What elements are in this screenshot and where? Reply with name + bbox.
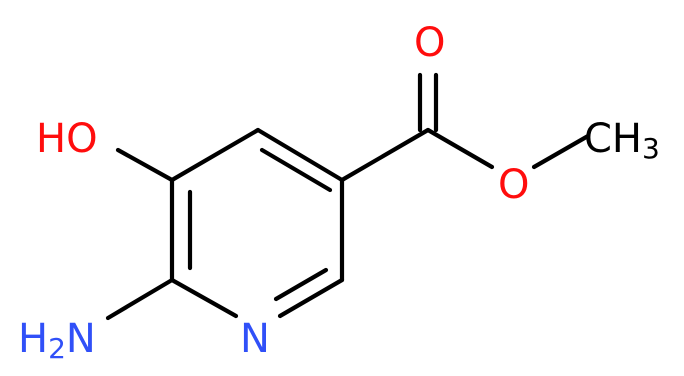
bond-carbonyl-c-ester-o: [425, 127, 495, 170]
carbonyl-oxygen-label: O: [414, 20, 445, 66]
methyl-label: CH3: [584, 116, 660, 165]
bond-c2-n1: [277, 277, 345, 319]
hydroxyl-label: HO: [36, 116, 98, 162]
bond-c5-oh: [115, 147, 175, 183]
bond-c4-c3-inner: [259, 147, 333, 193]
amine-h-label: H: [18, 316, 48, 362]
bond-c4-c3: [255, 127, 345, 183]
bond-c3-carbonyl-c: [339, 127, 431, 183]
amine-label: H2N: [18, 316, 96, 365]
bond-c4-c5: [169, 127, 261, 183]
methyl-subscript-label: 3: [642, 132, 660, 165]
atom-labels: HO H2N N O O CH3: [18, 20, 660, 365]
bond-c2-n1-inner: [273, 267, 329, 302]
ester-oxygen-label: O: [498, 162, 529, 208]
bond-n1-c6: [169, 277, 239, 319]
amine-subscript-label: 2: [48, 332, 66, 365]
bond-c6-nh2: [105, 277, 175, 321]
bonds: [105, 72, 591, 321]
bond-ester-o-methyl: [531, 133, 591, 170]
methyl-ch-label: CH: [584, 116, 642, 162]
ring-nitrogen-label: N: [240, 316, 270, 362]
amine-n-label: N: [66, 316, 96, 362]
